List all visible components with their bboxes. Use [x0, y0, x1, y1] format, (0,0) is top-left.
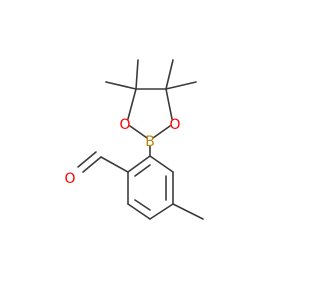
- aldehyde-co-bond-1: [82, 156, 102, 173]
- b-o-left-bond: [129, 125, 148, 139]
- o-right-c-bond: [165, 88, 173, 120]
- structure-diagram: O B O O: [64, 59, 204, 220]
- methyl-bond: [172, 203, 204, 220]
- bond-skeleton: [77, 59, 204, 220]
- methyl-right-top: [165, 59, 174, 90]
- boron-atom: B: [145, 134, 155, 150]
- oxygen-ring-right-atom: O: [169, 117, 180, 133]
- oxygen-aldehyde-label: O: [64, 171, 75, 187]
- ring-bond-2: [149, 155, 174, 173]
- oxygen-ring-left-label: O: [119, 117, 130, 133]
- ring-bond-4: [149, 203, 174, 220]
- aldehyde-c-bond: [100, 156, 129, 173]
- oxygen-ring-right-label: O: [169, 117, 180, 133]
- ring-double-bond-inner-3: [134, 199, 151, 211]
- b-o-right-bond: [152, 125, 171, 139]
- atom-labels: O B O O: [64, 117, 180, 187]
- ring-bond-5: [127, 203, 151, 220]
- ring-bond-1: [127, 155, 151, 173]
- methyl-left-side: [105, 81, 137, 90]
- methyl-left-top: [135, 59, 139, 90]
- ring-double-bond-inner-1: [134, 164, 151, 177]
- boron-label: B: [145, 134, 155, 150]
- oxygen-ring-left-atom: O: [119, 117, 130, 133]
- aldehyde-co-bond-2: [77, 151, 97, 168]
- o-left-c-bond: [127, 88, 137, 120]
- oxygen-aldehyde-atom: O: [64, 171, 75, 187]
- methyl-right-side: [165, 81, 197, 90]
